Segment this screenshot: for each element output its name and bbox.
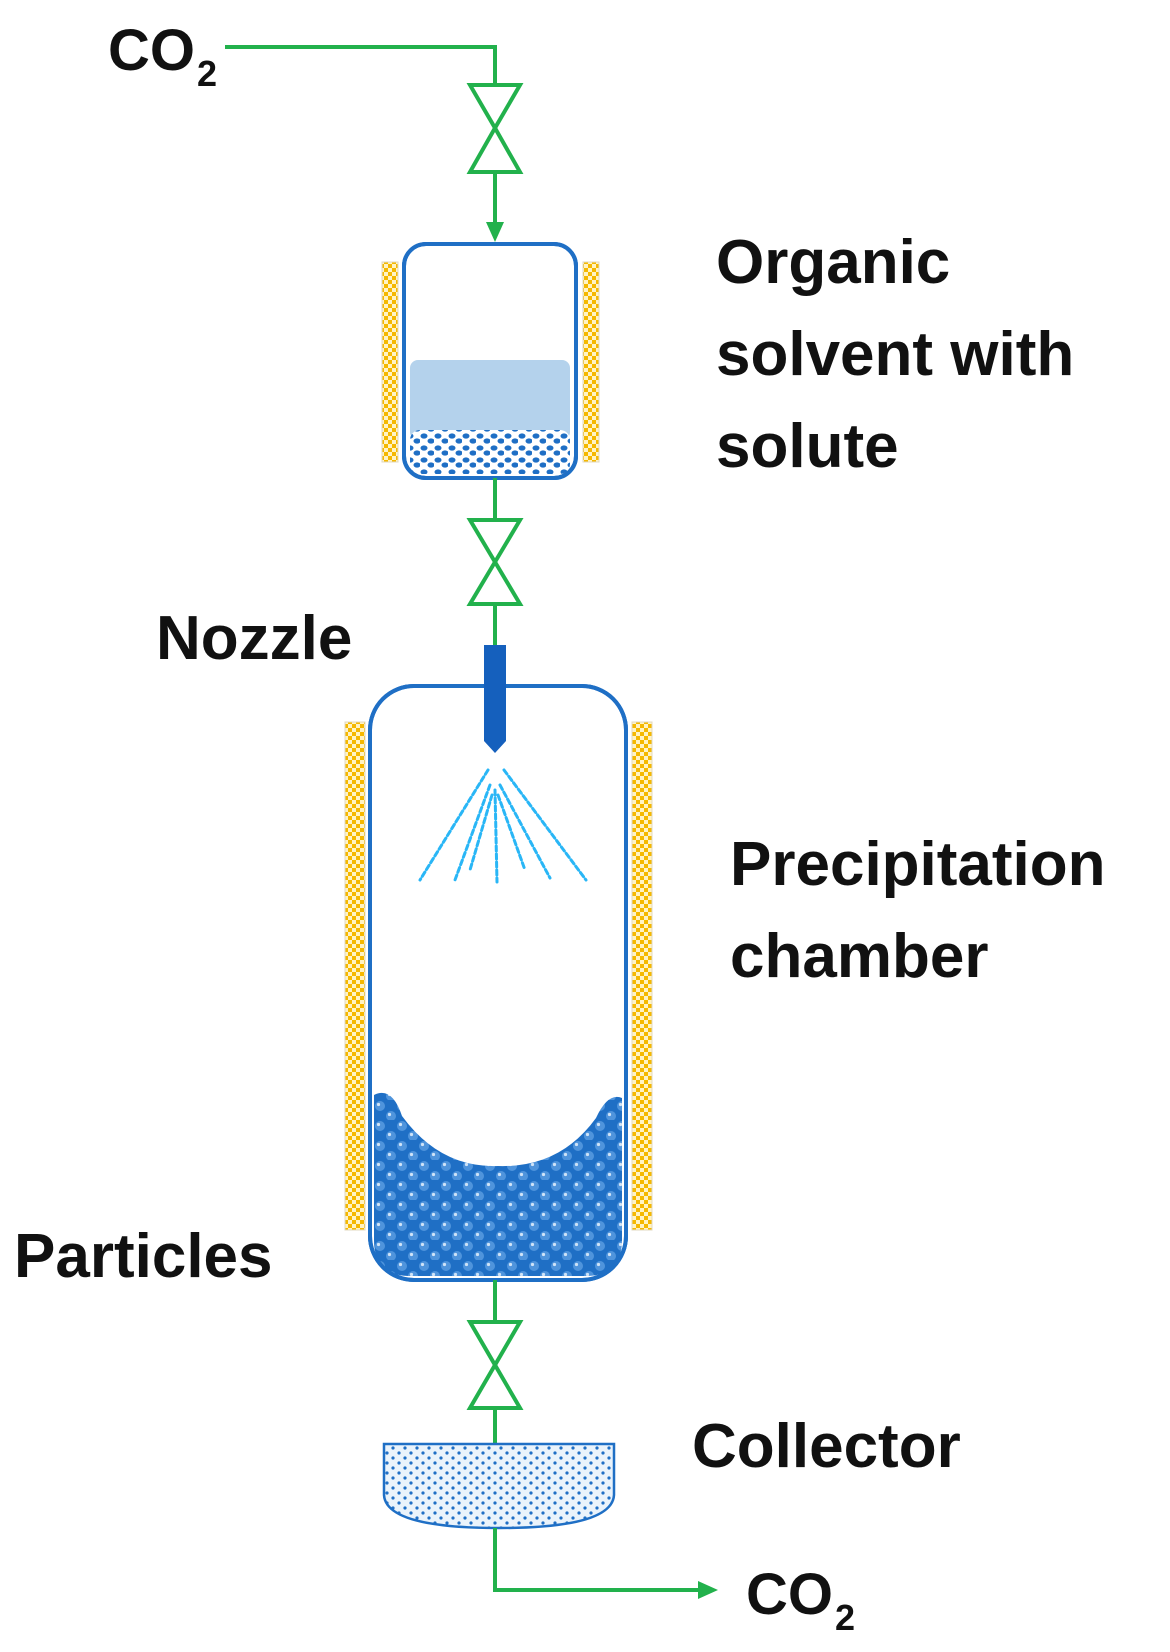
precipitation-label-line-2: chamber: [730, 922, 989, 991]
organic-label-line-2: solvent with: [716, 320, 1075, 389]
co2-inlet-text: CO: [108, 18, 195, 83]
particle-bed: [374, 1092, 622, 1276]
particles-label: Particles: [14, 1222, 273, 1291]
organic-label-line-1: Organic: [716, 228, 951, 297]
organic-label-line-3: solute: [716, 412, 899, 481]
co2-outlet-text: CO: [746, 1562, 833, 1627]
heater-jacket-icon: [344, 721, 653, 1231]
flow-arrow-icon: [698, 1581, 718, 1599]
collector-vessel: [382, 1442, 616, 1530]
co2-outlet-subscript: 2: [835, 1597, 856, 1638]
spray-jet-icon: [418, 768, 588, 884]
precipitation-chamber-label: Precipitation chamber: [730, 834, 1106, 988]
precipitation-chamber: [368, 684, 628, 1282]
organic-solvent-label: Organic solvent with solute: [716, 232, 1074, 478]
co2-inlet-pipe: [225, 45, 497, 222]
nozzle: [484, 645, 506, 753]
solvent-liquid: [410, 360, 570, 440]
collector-label: Collector: [692, 1412, 961, 1481]
heater-jacket-icon: [381, 261, 600, 463]
co2-inlet-subscript: 2: [197, 53, 218, 94]
precipitation-label-line-1: Precipitation: [730, 830, 1106, 899]
co2-inlet-label: CO2: [108, 22, 217, 92]
valve-icon[interactable]: [466, 1320, 524, 1410]
nozzle-label: Nozzle: [156, 604, 353, 673]
solvent-vessel: [402, 242, 578, 480]
flow-arrow-icon: [486, 222, 504, 242]
co2-outlet-label: CO2: [746, 1566, 855, 1636]
solute-layer: [410, 430, 570, 474]
valve-icon[interactable]: [466, 83, 524, 174]
valve-icon[interactable]: [466, 518, 524, 606]
co2-outlet-pipe: [493, 1528, 700, 1592]
